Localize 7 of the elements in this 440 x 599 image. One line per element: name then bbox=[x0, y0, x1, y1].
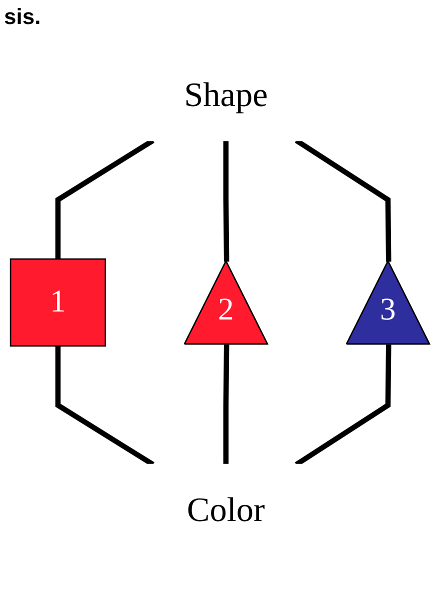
connector bbox=[223, 344, 230, 465]
connector bbox=[55, 346, 154, 467]
connector bbox=[223, 140, 230, 262]
node-box: 1 bbox=[10, 258, 106, 347]
node-text: Shape bbox=[184, 76, 268, 114]
node-text: Color bbox=[186, 490, 265, 530]
heading-fragment: sis. bbox=[4, 4, 41, 30]
